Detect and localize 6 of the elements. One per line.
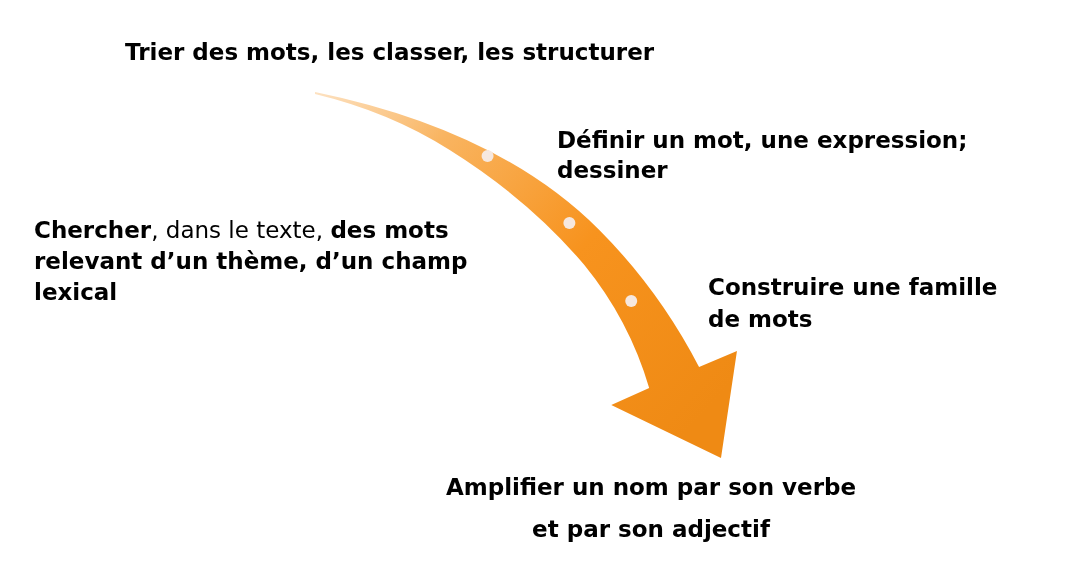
step-text: Trier des mots, les classer, les structurer bbox=[125, 36, 727, 68]
step-text: Définir un mot, une expression; dessiner bbox=[557, 126, 969, 185]
step-text: Amplifier un nom par son verbe et par son adjectif bbox=[435, 466, 867, 550]
step-text: Construire une famille de mots bbox=[708, 273, 999, 334]
step-text: Chercher, dans le texte, des mots relevant d’un thème, d’un champ lexical bbox=[34, 216, 469, 307]
curved-arrow bbox=[315, 92, 737, 458]
